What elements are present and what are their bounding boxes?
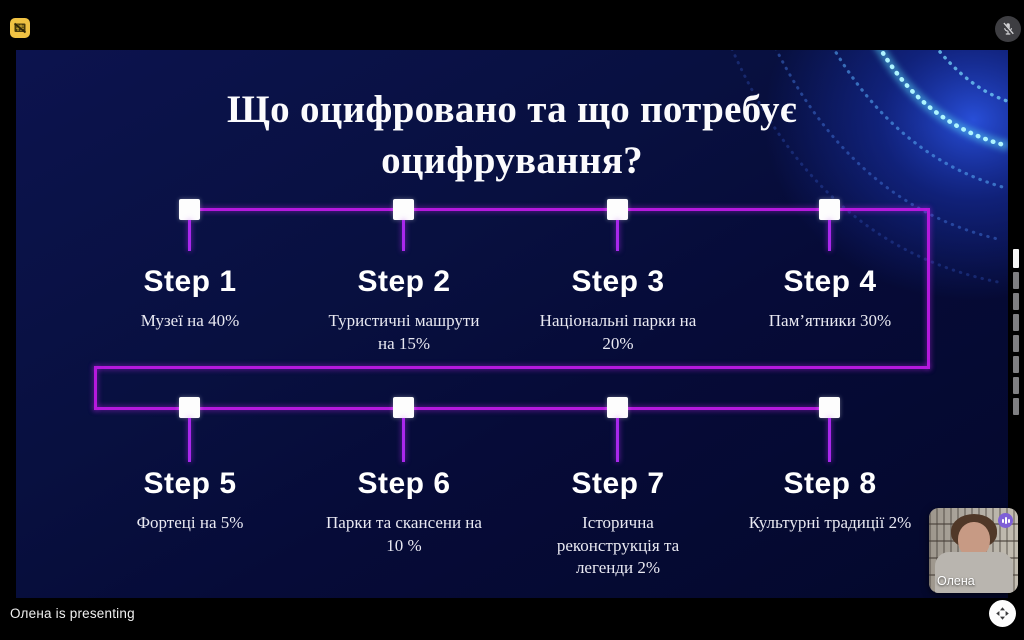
scrubber-segment[interactable] <box>1013 272 1019 289</box>
fullscreen-toggle-icon[interactable] <box>989 600 1016 627</box>
step-2-description: Туристичні машрути на 15% <box>328 311 480 353</box>
scrubber-segment[interactable] <box>1013 335 1019 352</box>
step-6: Step 6 Парки та скансени на 10 % <box>289 464 519 557</box>
timeline-return-line <box>94 366 930 369</box>
audio-indicator-icon <box>998 513 1013 528</box>
step-1-label: Step 1 <box>143 265 237 298</box>
timeline-node-2 <box>393 199 414 220</box>
mic-off-glyph <box>1002 22 1014 36</box>
step-7: Step 7 Історична реконструкція та легенд… <box>503 464 733 580</box>
timeline-node-1 <box>179 199 200 220</box>
scrubber-segment[interactable] <box>1013 314 1019 331</box>
step-3: Step 3 Національні парки на 20% <box>503 262 733 355</box>
step-8-description: Культурні традиції 2% <box>748 513 912 532</box>
timeline-node-7 <box>607 397 628 418</box>
scrubber-segment[interactable] <box>1013 293 1019 310</box>
step-7-description: Історична реконструкція та легенди 2% <box>556 513 680 578</box>
timeline-left-drop-line <box>94 366 97 410</box>
step-3-description: Національні парки на 20% <box>539 311 697 353</box>
step-4-description: Пам’ятники 30% <box>768 311 892 330</box>
timeline-stub-5 <box>188 418 191 462</box>
step-8: Step 8 Культурні традиції 2% <box>715 464 945 535</box>
scrubber-segment[interactable] <box>1013 377 1019 394</box>
participant-name-label: Олена <box>937 574 975 588</box>
step-1: Step 1 Музеї на 40% <box>75 262 305 333</box>
timeline-row1-line <box>190 208 928 211</box>
step-3-label: Step 3 <box>571 265 665 298</box>
timeline-stub-7 <box>616 418 619 462</box>
scrubber-segment[interactable] <box>1013 398 1019 415</box>
step-5-label: Step 5 <box>143 467 237 500</box>
step-8-label: Step 8 <box>783 467 877 500</box>
step-6-description: Парки та скансени на 10 % <box>326 513 482 555</box>
timeline-node-8 <box>819 397 840 418</box>
scrubber-segment[interactable] <box>1013 356 1019 373</box>
four-arrows-glyph <box>996 607 1009 620</box>
timeline-node-3 <box>607 199 628 220</box>
slide-title: Що оцифровано та що потребує оцифрування… <box>227 88 797 183</box>
timeline-stub-2 <box>402 220 405 251</box>
timeline-node-4 <box>819 199 840 220</box>
microphone-muted-icon[interactable] <box>995 16 1021 42</box>
timeline-row2-line <box>94 407 834 410</box>
participant-video-thumbnail[interactable]: Олена <box>929 508 1018 593</box>
timeline-stub-8 <box>828 418 831 462</box>
presentation-glyph <box>13 22 27 34</box>
screen-share-badge-icon[interactable] <box>10 18 30 38</box>
step-1-description: Музеї на 40% <box>140 311 240 330</box>
timeline-node-5 <box>179 397 200 418</box>
timeline-stub-1 <box>188 220 191 251</box>
timeline-right-drop-line <box>927 208 930 369</box>
shared-slide: Що оцифровано та що потребує оцифрування… <box>16 50 1008 598</box>
slide-scrubber-strip[interactable] <box>1013 249 1019 419</box>
step-6-label: Step 6 <box>357 467 451 500</box>
presenting-status: Олена is presenting <box>10 606 135 621</box>
step-7-label: Step 7 <box>571 467 665 500</box>
step-4: Step 4 Пам’ятники 30% <box>715 262 945 333</box>
step-5-description: Фортеці на 5% <box>136 513 244 532</box>
step-2: Step 2 Туристичні машрути на 15% <box>289 262 519 355</box>
step-5: Step 5 Фортеці на 5% <box>75 464 305 535</box>
timeline-stub-4 <box>828 220 831 251</box>
step-2-label: Step 2 <box>357 265 451 298</box>
scrubber-segment[interactable] <box>1013 249 1019 268</box>
step-4-label: Step 4 <box>783 265 877 298</box>
timeline-node-6 <box>393 397 414 418</box>
timeline-stub-6 <box>402 418 405 462</box>
webcam-person-body <box>935 552 1013 593</box>
timeline-stub-3 <box>616 220 619 251</box>
